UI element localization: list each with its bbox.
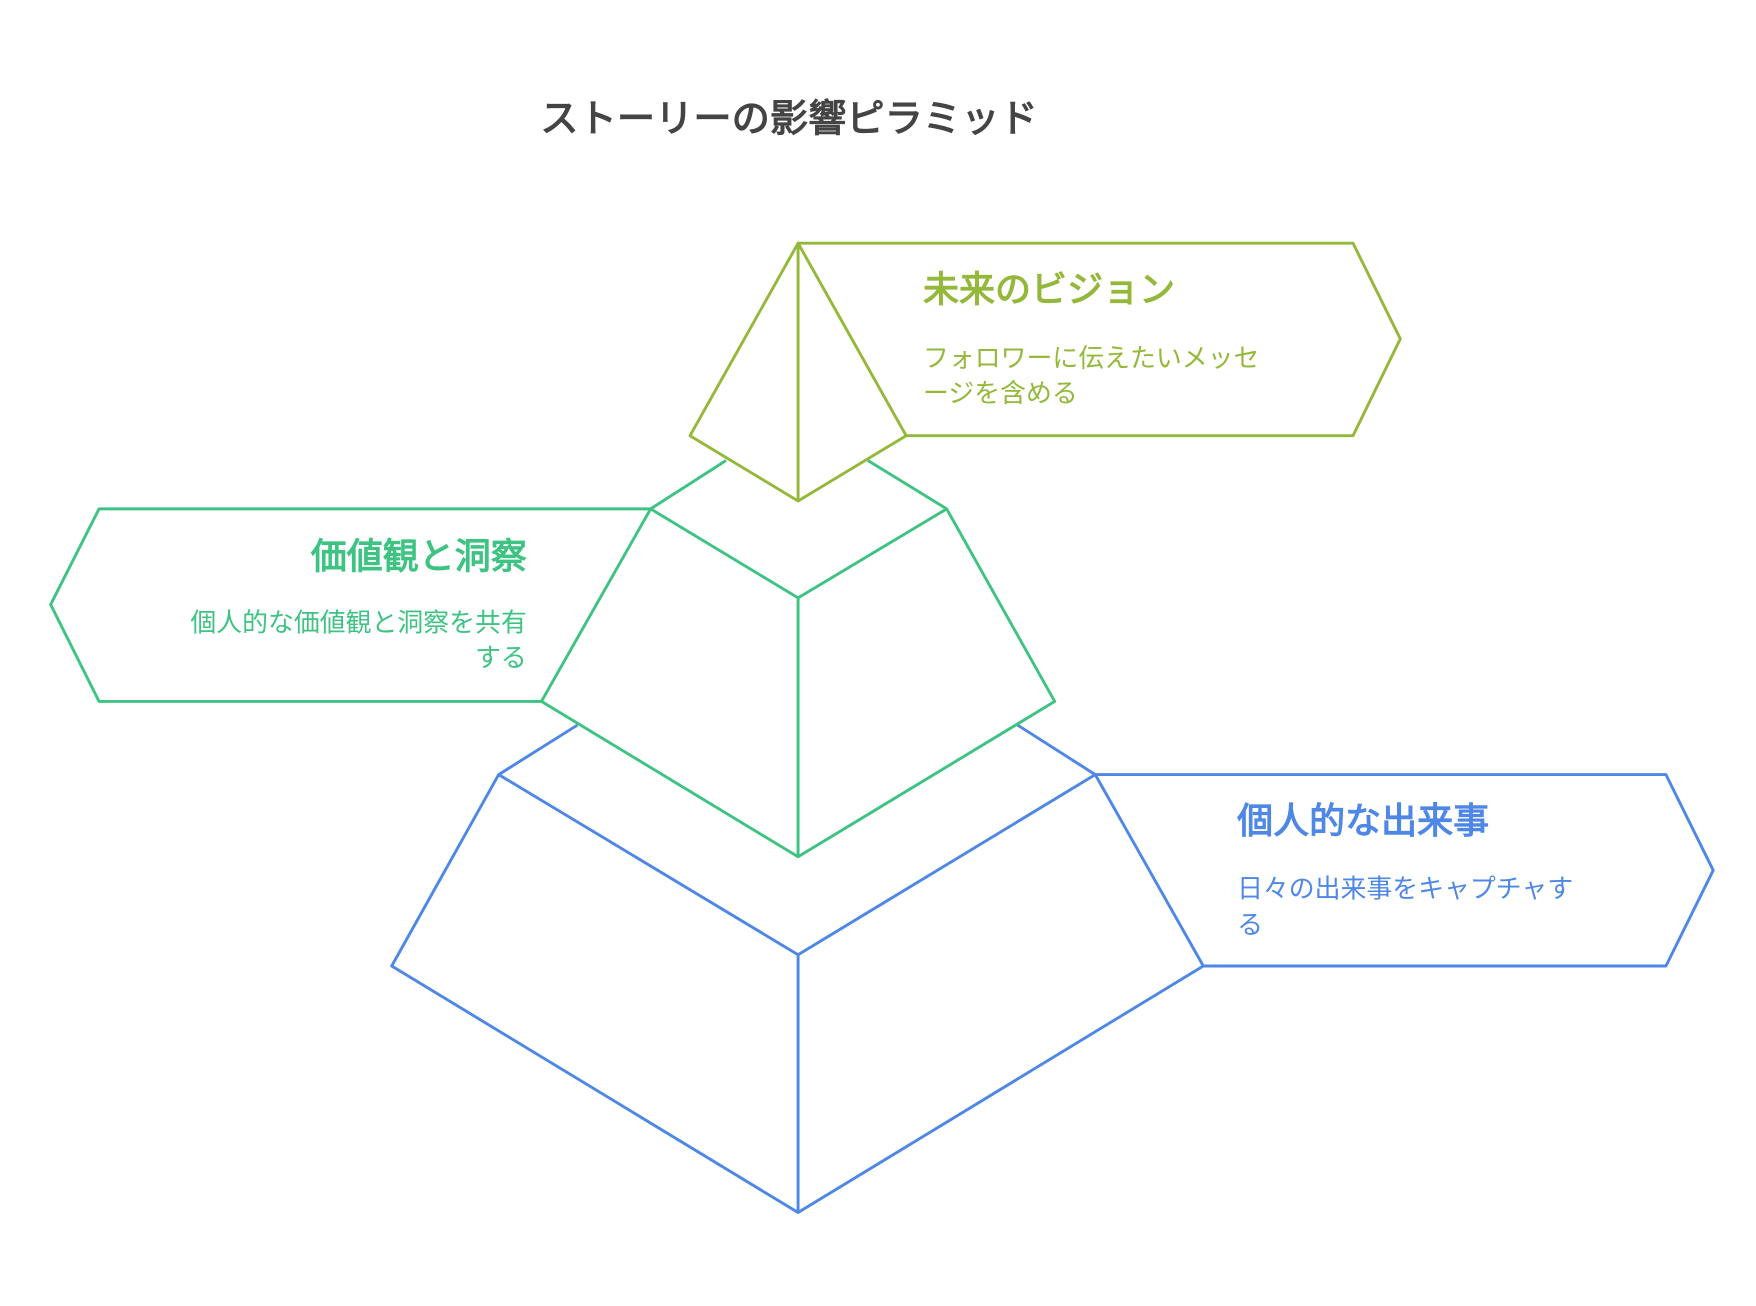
- level-top: 未来のビジョン フォロワーに伝えたいメッセ ージを含める: [688, 241, 1402, 503]
- level-middle: 価値観と洞察 個人的な価値観と洞察を共有 する: [49, 459, 1057, 859]
- top-level-desc-line2: ージを含める: [923, 379, 1078, 409]
- bottom-label-box: [1095, 773, 1715, 968]
- bottom-level-desc-line1: 日々の出来事をキャプチャす: [1237, 874, 1573, 904]
- top-level-title: 未来のビジョン: [923, 270, 1175, 311]
- top-level-desc-line1: フォロワーに伝えたいメッセ: [923, 344, 1259, 374]
- bottom-pyramid-segment: [390, 723, 1205, 1215]
- middle-pyramid-segment: [539, 459, 1057, 859]
- level-bottom: 個人的な出来事 日々の出来事をキャプチャす る: [390, 723, 1715, 1215]
- bottom-level-title: 個人的な出来事: [1236, 801, 1489, 842]
- middle-level-title: 価値観と洞察: [310, 537, 527, 578]
- middle-level-desc-line2: する: [475, 644, 527, 674]
- middle-label-box: [49, 507, 651, 703]
- middle-level-desc-line1: 個人的な価値観と洞察を共有: [190, 609, 526, 639]
- top-pyramid-segment: [688, 241, 908, 503]
- bottom-level-desc-line2: る: [1237, 910, 1263, 940]
- top-label-box: [798, 241, 1402, 438]
- diagram-title: ストーリーの影響ピラミッド: [540, 97, 1037, 142]
